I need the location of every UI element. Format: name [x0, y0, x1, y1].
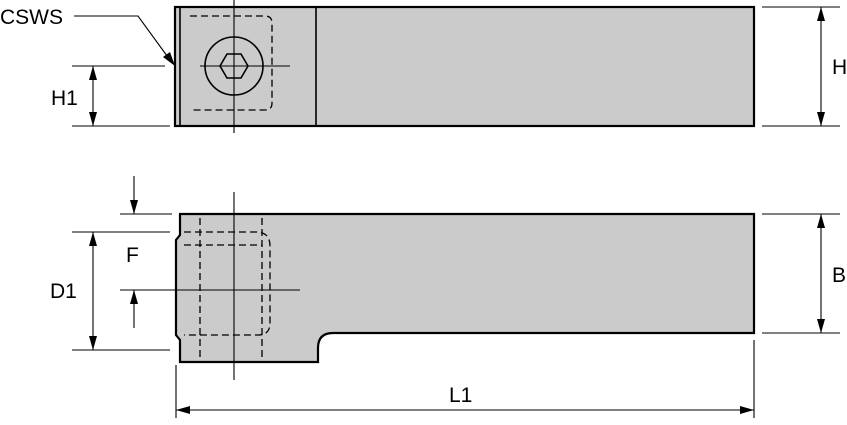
f-label: F: [126, 244, 139, 267]
side-view-body: [174, 212, 756, 364]
h1-arrow-bottom: [89, 112, 97, 126]
top-view: CSWS H1 H: [0, 0, 847, 133]
d1-label: D1: [50, 280, 77, 303]
d1-arrow-top: [89, 232, 97, 246]
top-view-hidden-pocket: [190, 15, 273, 111]
h-arrow-top: [817, 7, 825, 21]
b-arrow-bottom: [817, 319, 825, 333]
h1-arrow-top: [89, 66, 97, 80]
d1-arrow-bottom: [89, 336, 97, 350]
csws-leader-line: [74, 15, 171, 61]
h-label: H: [832, 56, 847, 79]
b-arrow-top: [817, 214, 825, 228]
h1-label: H1: [51, 87, 78, 110]
f-arrow-top: [130, 200, 138, 214]
csws-label: CSWS: [0, 6, 63, 29]
l1-arrow-right: [740, 406, 754, 414]
l1-label: L1: [449, 384, 472, 407]
side-view: F D1 B L1: [50, 176, 846, 418]
l1-arrow-left: [176, 406, 190, 414]
b-label: B: [832, 264, 846, 287]
csws-arrowhead: [163, 52, 175, 66]
h-arrow-bottom: [817, 112, 825, 126]
f-arrow-bottom: [130, 290, 138, 304]
